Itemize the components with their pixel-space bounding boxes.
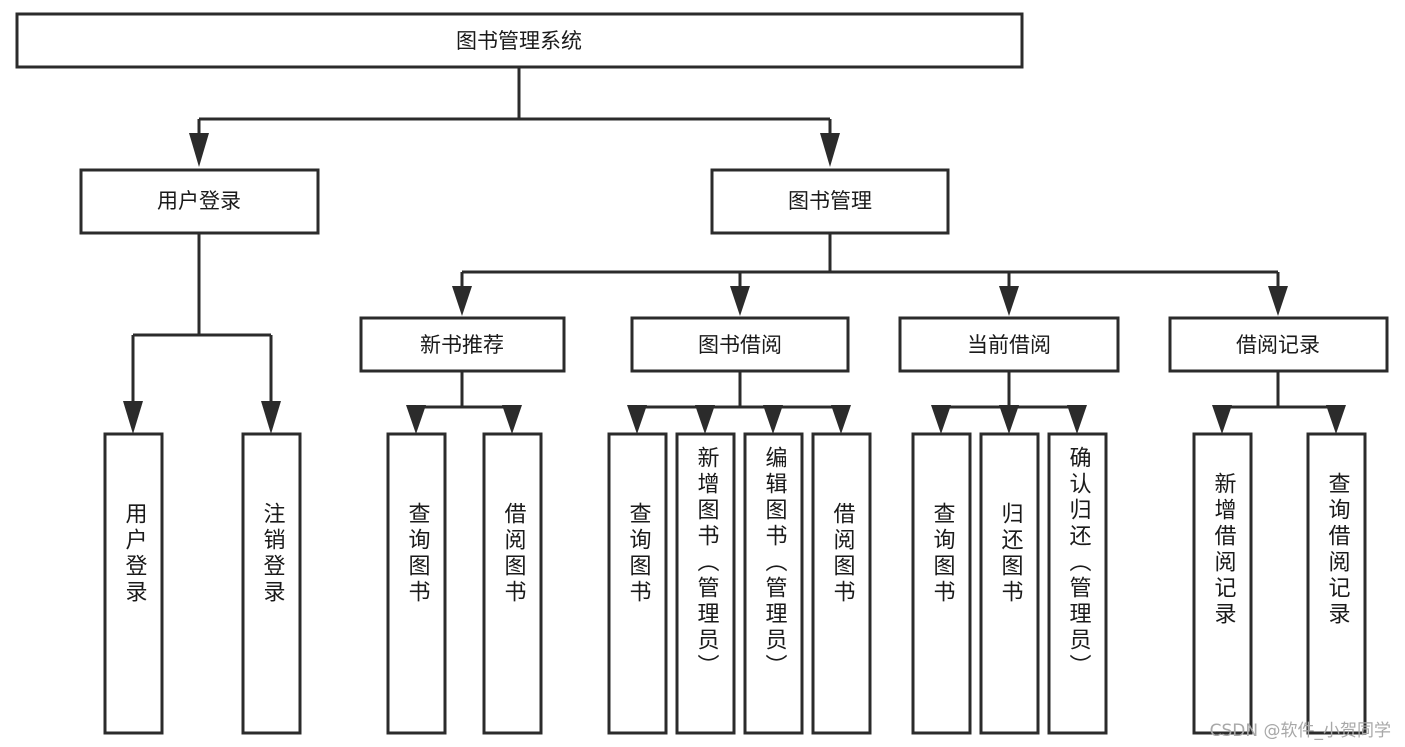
arrowhead-to-book-mgmt (820, 133, 840, 167)
leaf-box-current-borrow-2[interactable] (979, 432, 1040, 735)
arrowhead-book-borrow-leaf-4 (831, 405, 851, 434)
leaf-box-current-borrow-1[interactable] (911, 432, 972, 735)
leaf-box-borrow-record-2[interactable] (1306, 432, 1367, 735)
leaf-box-book-borrow-4[interactable] (811, 432, 872, 735)
borrow-record-box[interactable] (1168, 316, 1389, 373)
leaf-box-new-book-1[interactable] (386, 432, 447, 735)
root-label: 图书管理系统 (456, 29, 582, 53)
book-borrow-label: 图书借阅 (698, 333, 782, 357)
node-current-borrow[interactable]: 当前借阅 (898, 316, 1120, 373)
arrowhead-to-borrow-record (1268, 286, 1288, 316)
leaf-box-current-borrow-3[interactable] (1047, 432, 1108, 735)
arrowhead-borrow-record-leaf-2 (1326, 405, 1346, 434)
node-user-login[interactable]: 用户登录 (79, 168, 320, 235)
arrowhead-current-borrow-leaf-1 (931, 405, 951, 434)
node-new-book-recommend[interactable]: 新书推荐 (359, 316, 566, 373)
node-root[interactable]: 图书管理系统 (15, 12, 1024, 69)
arrowhead-current-borrow-leaf-3 (1067, 405, 1087, 434)
user-login-label: 用户登录 (157, 189, 241, 213)
arrowhead-to-current-borrow (999, 286, 1019, 316)
arrowhead-book-borrow-leaf-1 (627, 405, 647, 434)
current-borrow-box[interactable] (898, 316, 1120, 373)
leaf-box-user-login-2[interactable] (241, 432, 302, 735)
arrowhead-book-borrow-leaf-3 (763, 405, 783, 434)
borrow-record-label: 借阅记录 (1236, 333, 1320, 357)
new-book-recommend-label: 新书推荐 (420, 333, 504, 357)
book-management-box[interactable] (710, 168, 950, 235)
leaf-box-book-borrow-2[interactable] (675, 432, 736, 735)
node-book-management[interactable]: 图书管理 (710, 168, 950, 235)
arrowhead-to-user-login (189, 133, 209, 167)
arrowhead-user-login-leaf-2 (261, 401, 281, 434)
node-borrow-record[interactable]: 借阅记录 (1168, 316, 1389, 373)
new-book-recommend-box[interactable] (359, 316, 566, 373)
leaf-box-user-login-1[interactable] (103, 432, 164, 735)
arrowhead-current-borrow-leaf-2 (999, 405, 1019, 434)
arrowhead-borrow-record-leaf-1 (1212, 405, 1232, 434)
arrowhead-new-book-leaf-1 (406, 405, 426, 434)
arrowhead-new-book-leaf-2 (502, 405, 522, 434)
leaf-box-new-book-2[interactable] (482, 432, 543, 735)
node-book-borrow[interactable]: 图书借阅 (630, 316, 850, 373)
book-management-label: 图书管理 (788, 189, 872, 213)
root-box[interactable] (15, 12, 1024, 69)
leaf-box-book-borrow-3[interactable] (743, 432, 804, 735)
current-borrow-label: 当前借阅 (967, 333, 1051, 357)
book-borrow-box[interactable] (630, 316, 850, 373)
arrowhead-to-book-borrow (730, 286, 750, 316)
arrowhead-user-login-leaf-1 (123, 401, 143, 434)
arrowhead-to-new-book (452, 286, 472, 316)
leaf-box-book-borrow-1[interactable] (607, 432, 668, 735)
arrowhead-book-borrow-leaf-2 (695, 405, 715, 434)
leaf-box-borrow-record-1[interactable] (1192, 432, 1253, 735)
